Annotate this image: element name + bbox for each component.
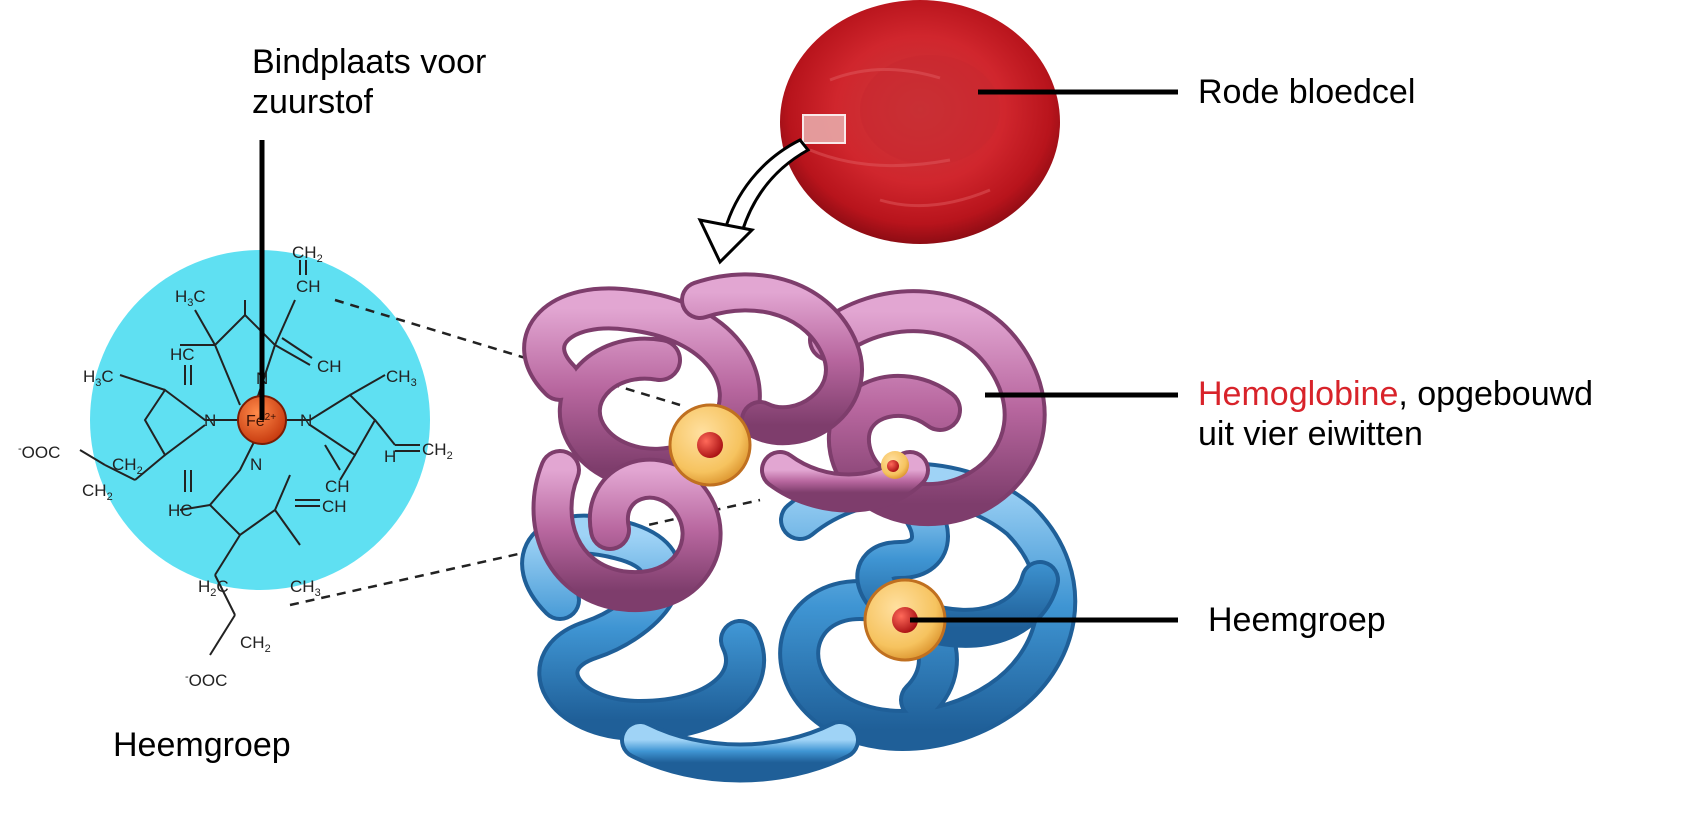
atom-label: N	[250, 455, 262, 474]
binding-site-label-line2: zuurstof	[252, 82, 486, 122]
atom-label: CH	[317, 357, 342, 376]
red-blood-cell-label: Rode bloedcel	[1198, 72, 1415, 112]
atom-label: CH	[325, 477, 350, 496]
zoom-arrow	[700, 140, 808, 262]
atom-label: N	[300, 411, 312, 430]
hemoglobin-label: Hemoglobine, opgebouwd uit vier eiwitten	[1198, 374, 1593, 454]
binding-site-label: Bindplaats voor zuurstof	[252, 42, 486, 122]
protein-chain-purple	[544, 292, 1025, 591]
red-blood-cell	[780, 0, 1060, 244]
heme-group-right-label: Heemgroep	[1208, 600, 1386, 640]
heme-molecule: CH2 CH H3C HC CH H3C CH3 N N N N -OOC CH…	[18, 243, 453, 690]
atom-label: HC	[170, 345, 195, 364]
atom-label: CH	[322, 497, 347, 516]
hemoglobin-label-rest: , opgebouwd	[1398, 375, 1593, 413]
atom-label: CH	[296, 277, 321, 296]
atom-label: CH2	[240, 633, 271, 655]
atom-label: H	[384, 447, 396, 466]
atom-label: -OOC	[18, 443, 60, 462]
atom-label: -OOC	[185, 671, 227, 690]
binding-site-label-line1: Bindplaats voor	[252, 42, 486, 82]
atom-label: N	[204, 411, 216, 430]
heme-group-left-label: Heemgroep	[113, 725, 291, 765]
rbc-zoom-box	[803, 115, 845, 143]
hemoglobin-name: Hemoglobine	[1198, 375, 1398, 413]
hemoglobin-label-line2: uit vier eiwitten	[1198, 414, 1593, 454]
atom-label: HC	[168, 501, 193, 520]
heme-group-upper	[670, 405, 750, 485]
hemoglobin-protein	[541, 292, 1056, 762]
heme-group-hidden	[881, 451, 909, 479]
atom-label: CH2	[292, 243, 323, 265]
atom-label: CH2	[422, 440, 453, 462]
